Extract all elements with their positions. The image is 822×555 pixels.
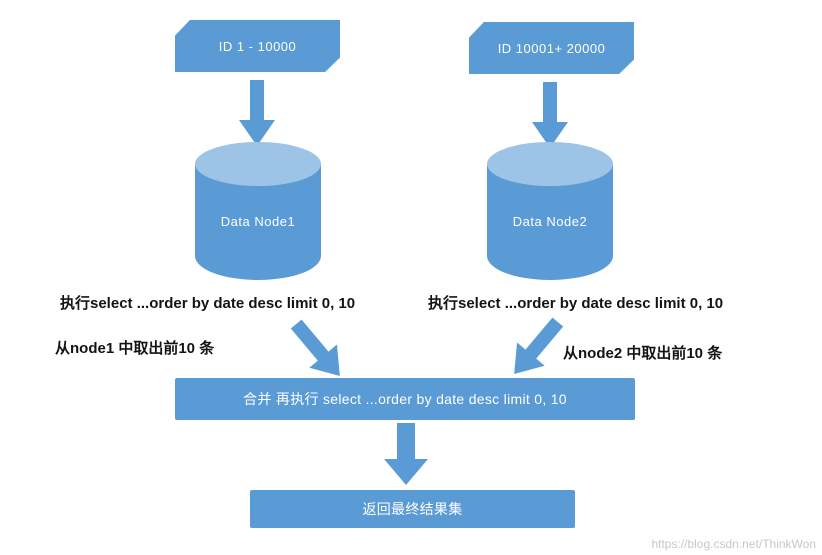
cylinder-top bbox=[195, 142, 321, 186]
down-arrow-icon bbox=[530, 82, 570, 148]
merge-box-label: 合并 再执行 select ...order by date desc limi… bbox=[243, 391, 567, 407]
id-range-banner-node2: ID 10001+ 20000 bbox=[469, 22, 634, 74]
result-box: 返回最终结果集 bbox=[250, 490, 575, 528]
cylinder-top bbox=[487, 142, 613, 186]
exec-select-text-node1: 执行select ...order by date desc limit 0, … bbox=[60, 295, 356, 312]
exec-select-text-node2: 执行select ...order by date desc limit 0, … bbox=[428, 295, 724, 312]
down-left-arrow-icon bbox=[499, 309, 573, 387]
down-arrow-icon bbox=[237, 80, 277, 146]
merge-box: 合并 再执行 select ...order by date desc limi… bbox=[175, 378, 635, 420]
data-node2-cylinder: Data Node2 bbox=[487, 142, 613, 280]
id-range-label-node2: ID 10001+ 20000 bbox=[497, 40, 606, 56]
result-box-label: 返回最终结果集 bbox=[362, 501, 463, 517]
take-top10-text-node2: 从node2 中取出前10 条 bbox=[563, 345, 723, 362]
down-arrow-icon bbox=[384, 423, 428, 485]
data-node1-label: Data Node1 bbox=[220, 214, 296, 229]
down-right-arrow-icon bbox=[281, 311, 355, 389]
take-top10-text-node1: 从node1 中取出前10 条 bbox=[55, 340, 215, 357]
data-node1-cylinder: Data Node1 bbox=[195, 142, 321, 280]
watermark-url: https://blog.csdn.net/ThinkWon bbox=[651, 537, 816, 551]
id-range-banner-node1: ID 1 - 10000 bbox=[175, 20, 340, 72]
id-range-label-node1: ID 1 - 10000 bbox=[218, 38, 297, 54]
data-node2-label: Data Node2 bbox=[512, 214, 588, 229]
